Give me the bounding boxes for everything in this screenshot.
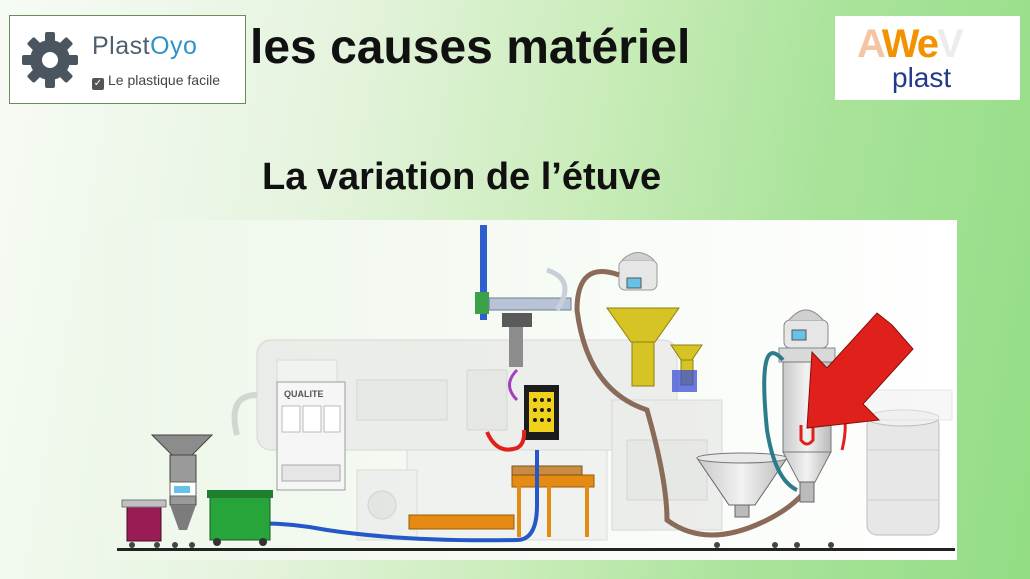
robot-arm (475, 225, 572, 367)
quality-cabinet: QUALITE (276, 381, 346, 491)
red-cable (485, 429, 527, 452)
plastoyo-tagline-row: ✓ Le plastique facile (92, 72, 220, 90)
bag-stack (866, 389, 953, 421)
awev-plast-logo: AWeV plast (835, 16, 1020, 100)
blue-pipe (546, 267, 568, 312)
yellow-hopper (606, 307, 680, 343)
floor-line (117, 548, 955, 551)
green-bin (207, 490, 273, 546)
steel-funnel (696, 452, 788, 518)
awev-mark-we: We (881, 22, 939, 66)
wheels (129, 542, 834, 548)
plastic-drum (866, 409, 940, 536)
awev-mark-v: V (936, 22, 964, 66)
page-subtitle: La variation de l’étuve (262, 156, 662, 198)
quality-cabinet-label: QUALITE (284, 389, 324, 399)
plastoyo-tagline: Le plastique facile (108, 72, 221, 88)
dryer-level-indicator (799, 425, 815, 446)
plastoyo-name: PlastOyo (92, 32, 197, 61)
material-loader (606, 252, 703, 392)
page-title: les causes matériel (250, 21, 691, 74)
plastoyo-logo: PlastOyo ✓ Le plastique facile (9, 15, 246, 104)
mold-tool (524, 385, 559, 440)
injection-line-illustration: QUALITE (107, 220, 957, 560)
purple-bin (121, 499, 167, 542)
brown-hose (574, 269, 820, 538)
red-arrow-icon (806, 312, 914, 429)
plastoyo-name-part1: Plast (92, 32, 151, 60)
awev-mark-a: A (857, 22, 884, 66)
conveyor (408, 465, 595, 537)
gear-icon (22, 32, 78, 88)
plastoyo-name-part2: Oyo (150, 32, 198, 60)
awev-mark: AWeV (857, 22, 964, 67)
magenta-cable (508, 368, 519, 402)
awev-word: plast (892, 62, 952, 93)
grinder (150, 434, 214, 530)
checkbox-icon: ✓ (92, 78, 104, 90)
floor-blue-pipe (226, 450, 539, 543)
